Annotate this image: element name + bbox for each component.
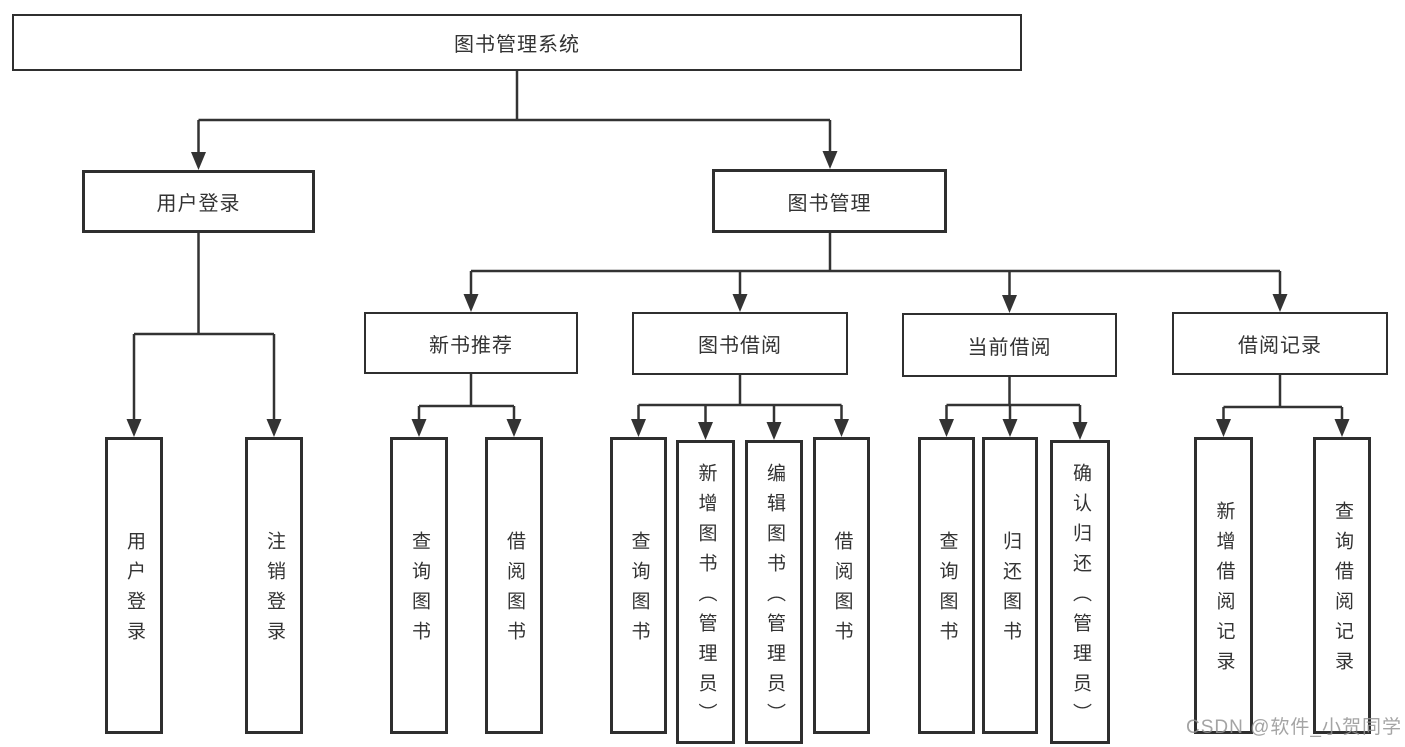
node-label: 借阅图书 xyxy=(503,531,525,651)
node-label: 当前借阅 xyxy=(967,336,1052,359)
node-label: 图书管理 xyxy=(787,192,872,215)
node-label: 图书借阅 xyxy=(698,335,782,357)
node-user-login: 用户登录 xyxy=(82,170,315,233)
leaf-newbooks-query-books: 查询图书 xyxy=(390,437,448,734)
node-label: 查询图书 xyxy=(408,531,430,651)
node-borrowing-records: 借阅记录 xyxy=(1172,312,1388,375)
node-label: 确认归还（管理员） xyxy=(1069,462,1091,733)
node-label: 借阅图书 xyxy=(831,531,853,651)
leaf-return-books: 归还图书 xyxy=(982,437,1038,734)
node-label: 图书管理系统 xyxy=(454,34,580,56)
leaf-user-login: 用户登录 xyxy=(105,437,163,734)
leaf-logout: 注销登录 xyxy=(245,437,303,734)
csdn-watermark: CSDN @软件_小贺同学 xyxy=(1186,717,1402,738)
node-label: 查询借阅记录 xyxy=(1331,501,1353,681)
node-label: 查询图书 xyxy=(628,531,650,651)
node-label: 新书推荐 xyxy=(429,334,513,357)
leaf-edit-books-admin: 编辑图书（管理员） xyxy=(745,440,803,744)
node-label: 用户登录 xyxy=(156,193,241,215)
node-label: 注销登录 xyxy=(263,531,285,651)
leaf-add-borrow-record: 新增借阅记录 xyxy=(1194,437,1253,734)
leaf-borrow-query-books: 查询图书 xyxy=(610,437,667,734)
node-book-borrowing: 图书借阅 xyxy=(632,312,848,375)
leaf-query-borrow-record: 查询借阅记录 xyxy=(1313,437,1371,734)
node-book-management: 图书管理 xyxy=(712,169,947,233)
node-label: 用户登录 xyxy=(123,531,145,651)
leaf-add-books-admin: 新增图书（管理员） xyxy=(676,440,735,744)
node-new-book-recommend: 新书推荐 xyxy=(364,312,578,374)
node-library-management-system: 图书管理系统 xyxy=(12,14,1022,71)
leaf-confirm-return-admin: 确认归还（管理员） xyxy=(1050,440,1110,744)
node-current-borrowing: 当前借阅 xyxy=(902,313,1117,377)
node-label: 归还图书 xyxy=(999,531,1021,651)
leaf-newbooks-borrow-books: 借阅图书 xyxy=(485,437,543,734)
node-label: 借阅记录 xyxy=(1238,335,1322,357)
leaf-current-query-books: 查询图书 xyxy=(918,437,975,734)
node-label: 新增图书（管理员） xyxy=(695,462,717,733)
node-label: 编辑图书（管理员） xyxy=(763,462,785,733)
node-label: 查询图书 xyxy=(936,531,958,651)
node-label: 新增借阅记录 xyxy=(1213,501,1235,681)
leaf-borrow-borrow-books: 借阅图书 xyxy=(813,437,870,734)
